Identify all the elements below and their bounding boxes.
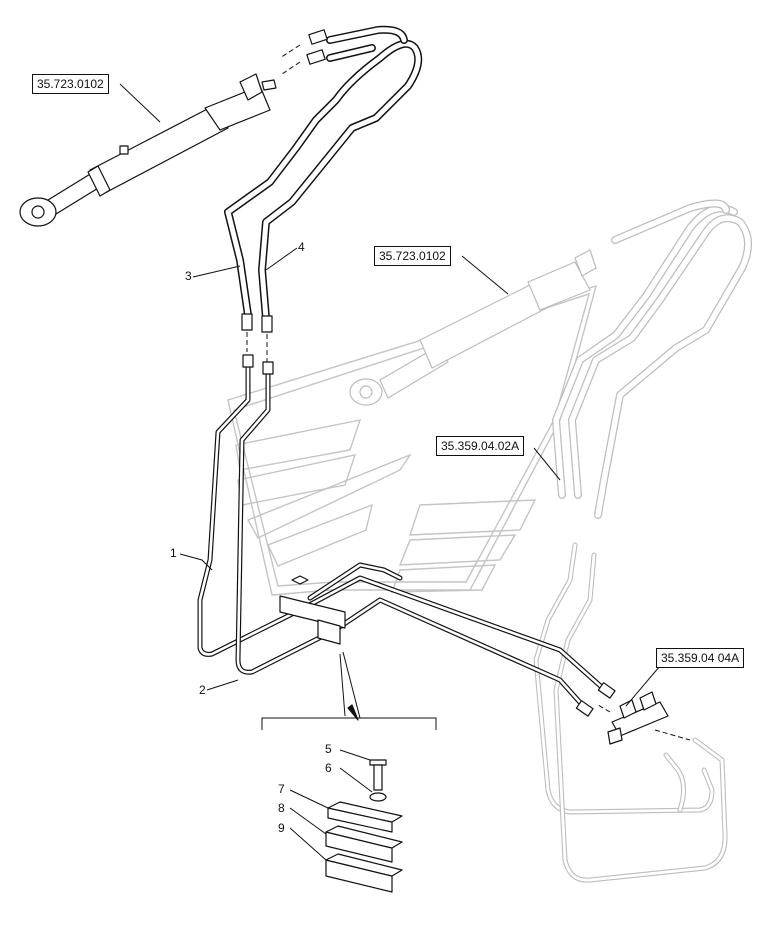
distribution-block: [597, 691, 691, 745]
ref-mid-cylinder[interactable]: 35.723.0102: [374, 246, 451, 266]
ref-lower-right[interactable]: 35.359.04 04A: [656, 648, 745, 668]
ref-top-cylinder[interactable]: 35.723.0102: [32, 74, 109, 94]
ghost-hoses-right: [552, 199, 752, 519]
hose-assembly-3-4: [224, 25, 423, 322]
pipe-clamp: [279, 575, 346, 645]
cylinder-top: [19, 73, 277, 227]
callout-2: 2: [199, 683, 206, 697]
callout-4: 4: [298, 240, 305, 254]
hose-fittings-top: [241, 29, 328, 364]
ref-mid-right[interactable]: 35.359.04.02A: [436, 436, 525, 456]
callout-9: 9: [278, 821, 285, 835]
callout-7: 7: [278, 782, 285, 796]
leader-lines: [119, 83, 661, 861]
ghost-cylinder-mid: [349, 249, 597, 406]
callout-8: 8: [278, 801, 285, 815]
ghost-pipes-right: [533, 542, 728, 883]
exploded-clamp-parts: [325, 759, 403, 893]
detail-bracket: [261, 651, 437, 730]
callout-1: 1: [170, 546, 177, 560]
callout-5: 5: [325, 742, 332, 756]
watermark-logo: [227, 284, 598, 596]
callout-6: 6: [325, 761, 332, 775]
callout-3: 3: [185, 269, 192, 283]
